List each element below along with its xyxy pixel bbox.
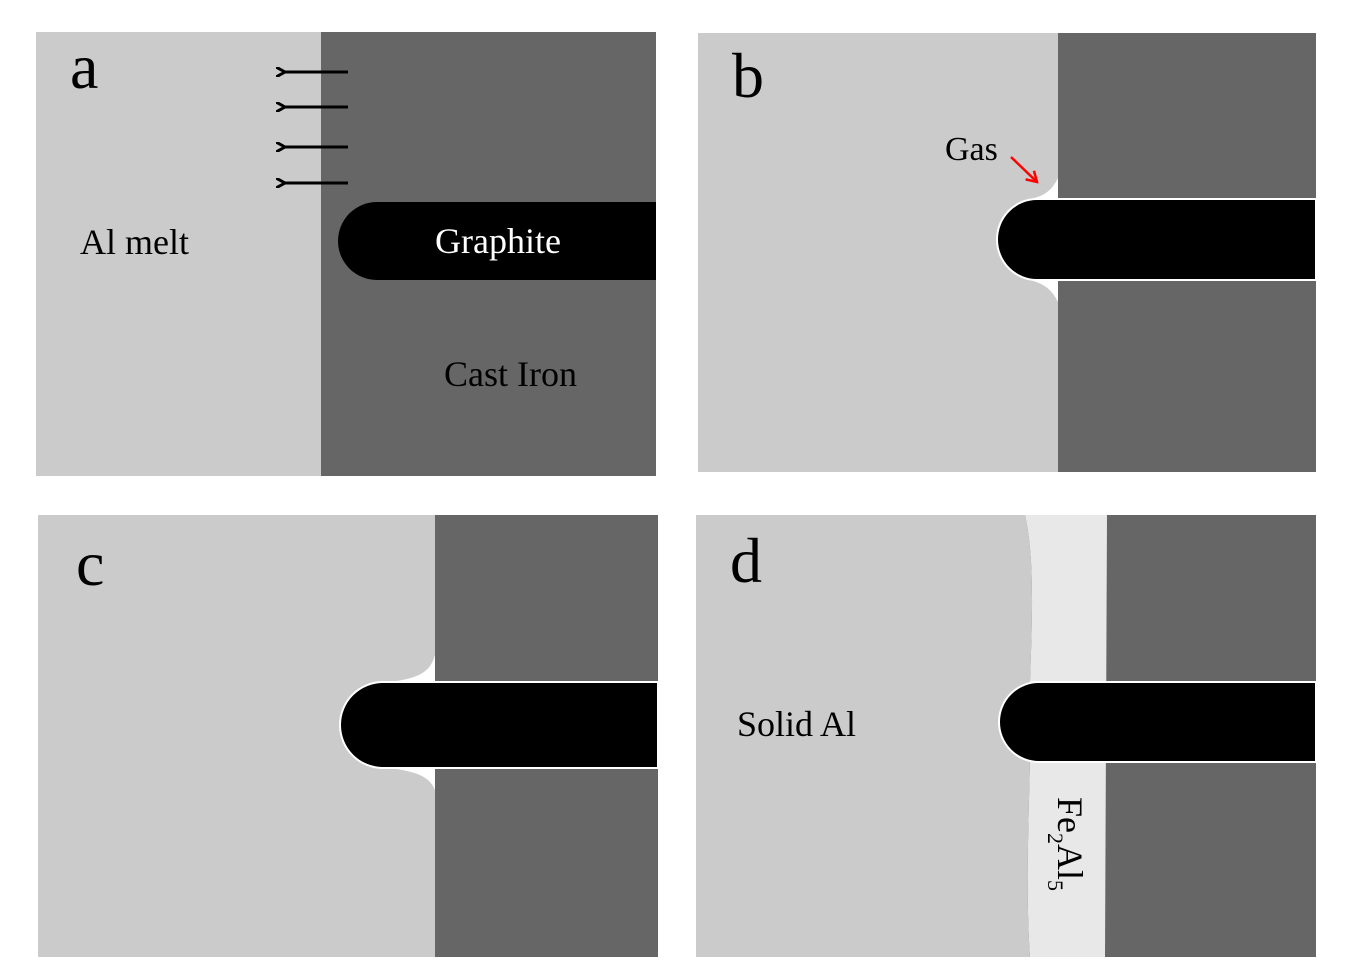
panel-letter: b — [732, 40, 764, 111]
panel-letter: d — [730, 525, 762, 596]
panel-letter: a — [70, 31, 98, 102]
cast-iron-label: Cast Iron — [444, 354, 577, 394]
graphite-flake — [339, 681, 659, 769]
fe2al5-sub-5: 5 — [1043, 880, 1068, 891]
solid-al-region — [696, 515, 1033, 957]
panel-b: b Gas — [698, 33, 1317, 472]
flow-arrows — [285, 72, 348, 183]
svg-text:Fe2Al5: Fe2Al5 — [1043, 797, 1090, 891]
fe2al5-label: Fe2Al5 — [1043, 797, 1090, 891]
gas-label: Gas — [945, 131, 998, 168]
panel-letter: c — [76, 528, 104, 599]
graphite-flake — [998, 681, 1317, 763]
graphite-flake — [996, 198, 1317, 281]
graphite-label: Graphite — [435, 221, 561, 261]
graphite-flake — [338, 202, 656, 280]
fe2al5-fe: Fe — [1050, 797, 1090, 833]
al-melt-region — [36, 32, 321, 476]
solid-al-label: Solid Al — [737, 704, 856, 744]
gas-pocket — [1030, 178, 1058, 302]
fe2al5-al: Al — [1050, 844, 1090, 880]
al-melt-label: Al melt — [80, 222, 189, 262]
panel-a: a Al melt Graphite Cast Iron — [36, 31, 656, 476]
al-melt-region — [698, 33, 1058, 472]
panel-d: d Solid Al Fe2Al5 — [696, 515, 1317, 957]
fe2al5-sub-2: 2 — [1043, 833, 1068, 844]
gas-arrow-icon — [1010, 156, 1037, 182]
panel-c: c — [38, 515, 659, 957]
